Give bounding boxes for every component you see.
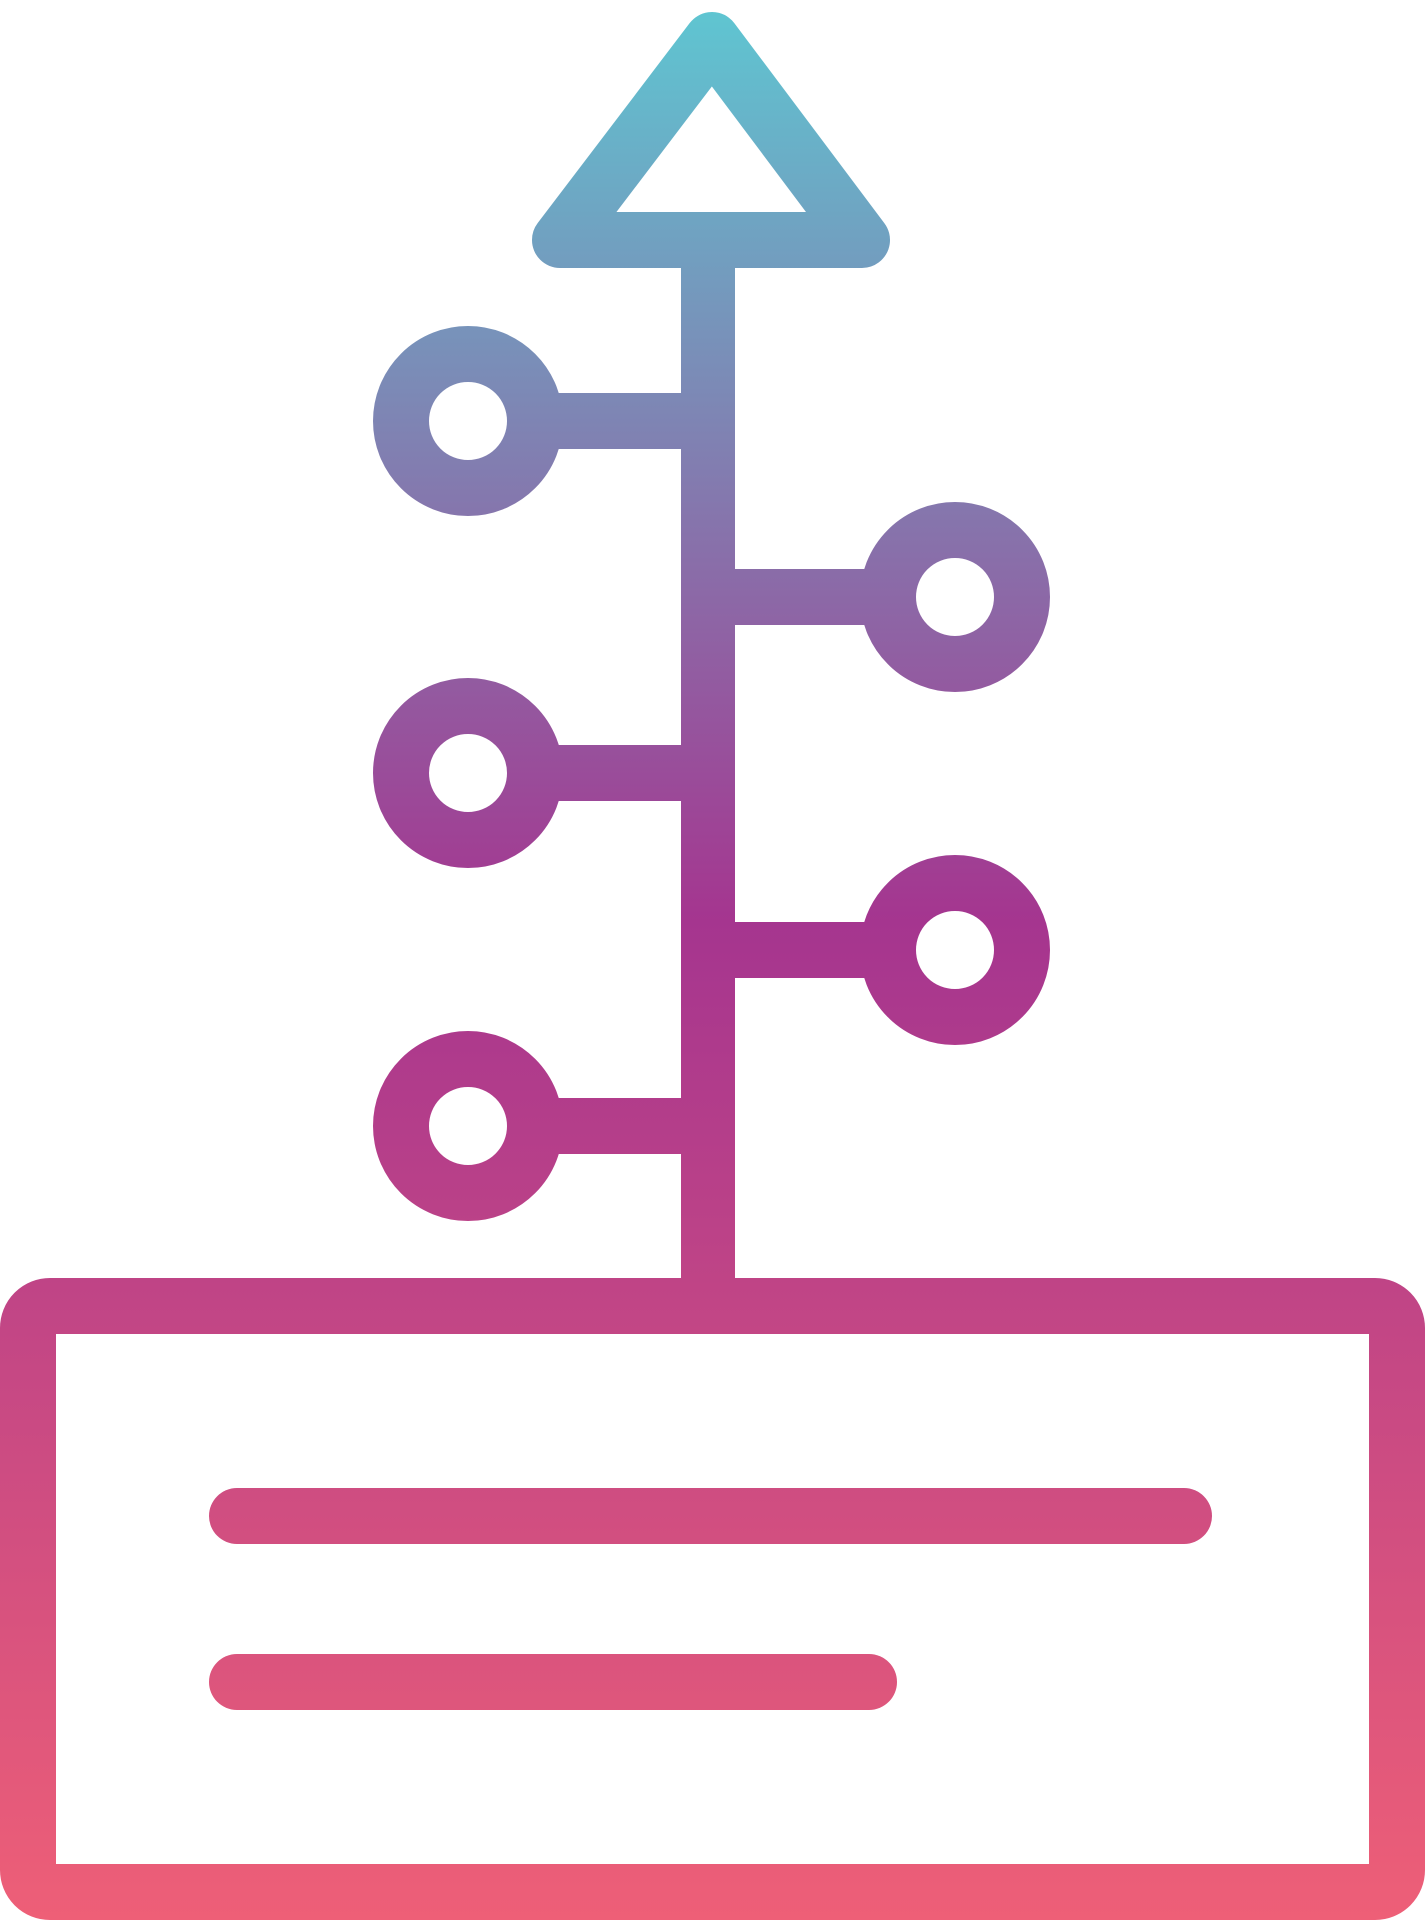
milestone-node-icon [373,1031,563,1221]
milestone-left-3 [373,1031,708,1221]
milestone-node-icon [373,678,563,868]
arrow-head-icon [532,12,890,268]
milestone-left-1 [373,326,708,516]
milestone-node-icon [373,326,563,516]
milestone-left-2 [373,678,708,868]
milestone-node-icon [860,855,1050,1045]
base-box [0,1278,1425,1920]
milestone-right-1 [708,502,1050,692]
milestone-right-2 [708,855,1050,1045]
milestone-node-icon [860,502,1050,692]
